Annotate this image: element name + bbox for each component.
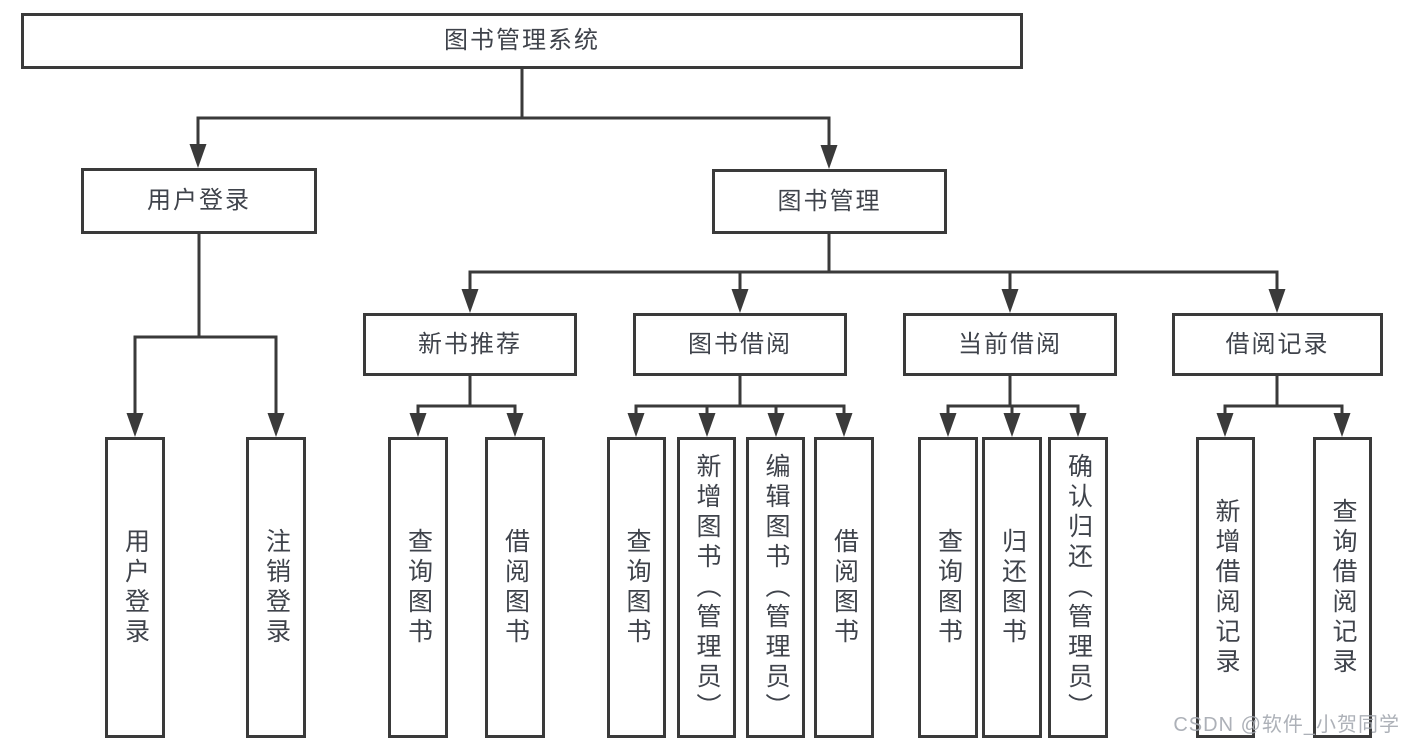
csdn-watermark: CSDN @软件_小贺同学: [1173, 714, 1400, 736]
leaf-borrowing-borrow-books: 借阅图书: [814, 437, 874, 738]
leaf-current-return-books: 归还图书: [982, 437, 1042, 738]
node-root: 图书管理系统: [21, 13, 1023, 69]
leaf-logout: 注销登录: [246, 437, 306, 738]
leaf-current-confirm-return-admin: 确认归还（管理员）: [1048, 437, 1108, 738]
node-book-borrowing: 图书借阅: [633, 313, 847, 376]
leaf-user-login: 用户登录: [105, 437, 165, 738]
leaf-borrowing-add-books-admin: 新增图书（管理员）: [677, 437, 736, 738]
connector-paths: [133, 66, 1344, 418]
leaf-borrowing-query-books: 查询图书: [607, 437, 666, 738]
node-book-management: 图书管理: [712, 169, 947, 234]
leaf-records-query-record: 查询借阅记录: [1313, 437, 1372, 738]
leaf-records-add-record: 新增借阅记录: [1196, 437, 1255, 738]
leaf-newbooks-borrow-books: 借阅图书: [485, 437, 545, 738]
arrowheads: [126, 144, 1351, 437]
node-new-book-recommend: 新书推荐: [363, 313, 577, 376]
leaf-borrowing-edit-books-admin: 编辑图书（管理员）: [746, 437, 805, 738]
node-borrow-records: 借阅记录: [1172, 313, 1383, 376]
node-current-borrowing: 当前借阅: [903, 313, 1117, 376]
leaf-current-query-books: 查询图书: [918, 437, 978, 738]
leaf-newbooks-query-books: 查询图书: [388, 437, 448, 738]
node-user-login: 用户登录: [81, 168, 317, 234]
